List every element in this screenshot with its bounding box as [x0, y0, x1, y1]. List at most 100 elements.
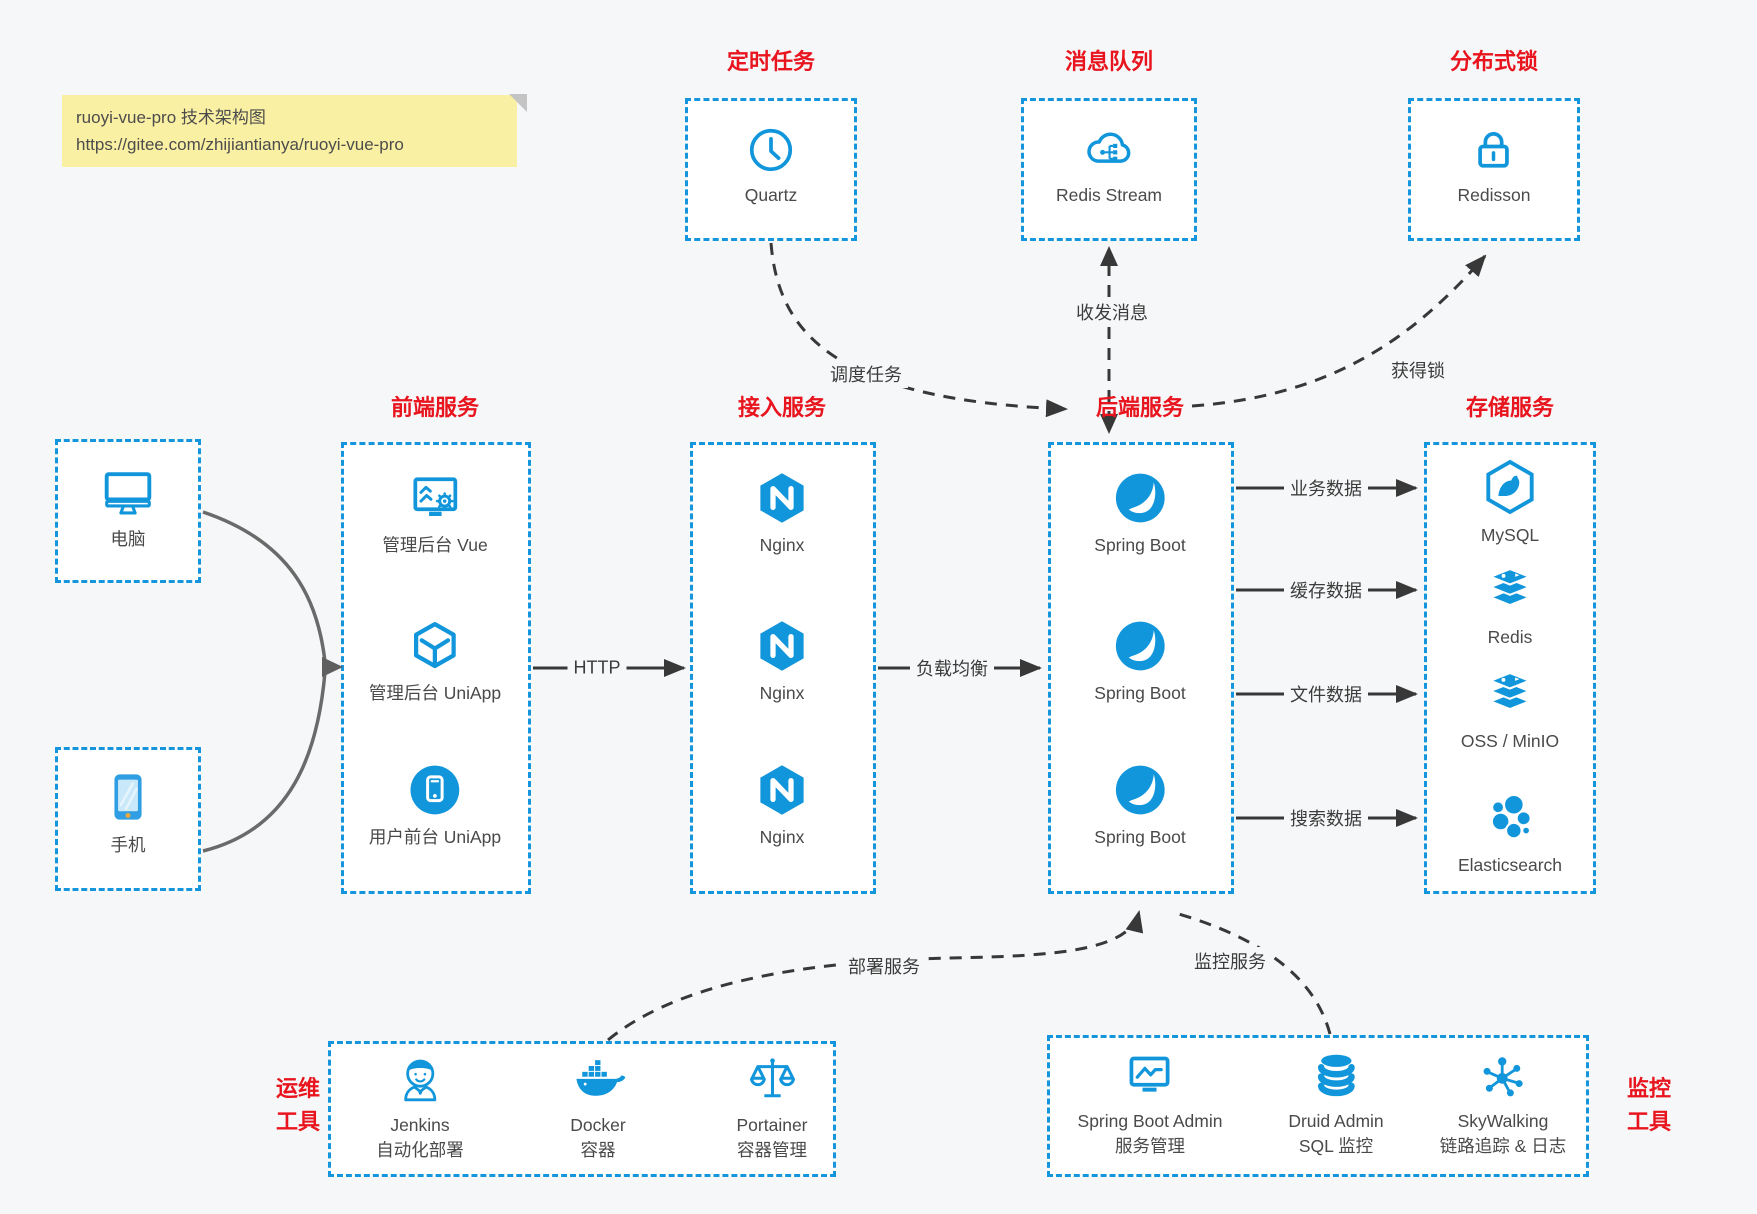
message-arrowhead-down [1100, 414, 1118, 434]
clients-arrowhead [322, 657, 343, 677]
title-frontend: 前端服务 [390, 395, 480, 420]
admin-dashboard-icon [405, 468, 465, 528]
spring-icon [1110, 468, 1170, 528]
redisson-node: Redisson [1457, 122, 1531, 207]
edge-monitor [1171, 910, 1332, 1035]
nginx-label-1: Nginx [759, 535, 805, 555]
edge-dispatch [769, 242, 1068, 418]
lock-icon [1466, 122, 1522, 178]
skywalking-node: SkyWalking 链路追踪 & 日志 [1440, 1048, 1566, 1158]
pc-node: 电脑 [97, 460, 159, 551]
edge-label-biz: 业务数据 [1284, 474, 1368, 502]
mysql-node: MySQL [1479, 456, 1541, 547]
oss-minio-node: OSS / MinIO [1461, 662, 1559, 753]
redis-stream-node: Redis Stream [1056, 122, 1162, 207]
springboot-label-3: Spring Boot [1094, 827, 1186, 847]
database-icon [1308, 1048, 1364, 1104]
title-gateway: 接入服务 [737, 395, 827, 420]
springboot-admin-label: Spring Boot Admin [1077, 1111, 1223, 1131]
topology-icon [1475, 1048, 1531, 1104]
pc-label: 电脑 [110, 529, 146, 549]
frontend-box [341, 442, 531, 894]
docker-sublabel: 容器 [580, 1140, 616, 1161]
message-arrowhead-up [1100, 246, 1118, 266]
skywalking-sublabel: 链路追踪 & 日志 [1439, 1136, 1567, 1157]
frontend-label-user-uniapp: 用户前台 UniApp [368, 827, 502, 847]
springboot-admin-node: Spring Boot Admin 服务管理 [1077, 1048, 1223, 1158]
elasticsearch-icon [1479, 786, 1541, 848]
redis-label: Redis [1487, 627, 1533, 647]
edge-label-monitor: 监控服务 [1188, 947, 1272, 975]
title-mq: 消息队列 [1064, 49, 1154, 74]
jenkins-icon [392, 1052, 448, 1108]
elasticsearch-node: Elasticsearch [1458, 786, 1562, 877]
note-fold-corner [509, 94, 527, 112]
edge-label-search: 搜索数据 [1284, 804, 1368, 832]
druid-admin-node: Druid Admin SQL 监控 [1288, 1048, 1384, 1158]
druid-admin-label: Druid Admin [1288, 1111, 1384, 1131]
elasticsearch-label: Elasticsearch [1457, 855, 1563, 875]
edge-label-file: 文件数据 [1284, 680, 1368, 708]
title-storage: 存储服务 [1465, 395, 1555, 420]
phone-node: 手机 [97, 766, 159, 857]
nginx-node-3: Nginx [752, 760, 812, 849]
edge-label-loadbalance: 负载均衡 [910, 654, 994, 682]
redisson-label: Redisson [1457, 185, 1531, 205]
sticky-note: ruoyi-vue-pro 技术架构图 https://gitee.com/zh… [62, 94, 527, 168]
pc-box [55, 439, 201, 583]
redis-stream-label: Redis Stream [1055, 185, 1163, 205]
mq-box [1021, 98, 1197, 241]
springboot-node-2: Spring Boot [1094, 616, 1186, 705]
oss-minio-label: OSS / MinIO [1460, 731, 1560, 751]
edge-pc-to-frontend [202, 510, 327, 663]
cloud-share-icon [1081, 122, 1137, 178]
title-lock: 分布式锁 [1449, 49, 1539, 74]
edge-label-getlock: 获得锁 [1385, 356, 1451, 384]
portainer-label: Portainer [736, 1115, 808, 1135]
nginx-label-2: Nginx [759, 683, 805, 703]
redis-stack-icon [1479, 558, 1541, 620]
portainer-sublabel: 容器管理 [736, 1140, 807, 1161]
docker-node: Docker 容器 [570, 1052, 626, 1162]
smartphone-icon [97, 766, 159, 828]
nginx-node-2: Nginx [752, 616, 812, 705]
nginx-label-3: Nginx [759, 827, 805, 847]
springboot-label-1: Spring Boot [1094, 535, 1186, 555]
frontend-node-admin-uniapp: 管理后台 UniApp [369, 616, 501, 705]
note-url: https://gitee.com/zhijiantianya/ruoyi-vu… [76, 135, 404, 155]
edge-label-message: 收发消息 [1070, 298, 1154, 326]
portainer-node: Portainer 容器管理 [736, 1052, 808, 1162]
monitoring-side-label: 监控 工具 [1626, 1076, 1672, 1134]
edge-label-http: HTTP [567, 656, 627, 680]
jenkins-node: Jenkins 自动化部署 [376, 1052, 464, 1162]
jenkins-sublabel: 自动化部署 [376, 1140, 464, 1161]
monitor-pulse-icon [1122, 1048, 1178, 1104]
cube-icon [405, 616, 465, 676]
redis-node: Redis [1479, 558, 1541, 649]
mysql-label: MySQL [1480, 525, 1540, 545]
clock-icon [743, 122, 799, 178]
edge-phone-to-frontend [202, 671, 327, 853]
frontend-node-vue: 管理后台 Vue [382, 468, 488, 557]
druid-admin-sublabel: SQL 监控 [1298, 1136, 1374, 1157]
lock-box [1408, 98, 1580, 241]
edge-label-dispatch: 调度任务 [824, 360, 908, 388]
note-title: ruoyi-vue-pro 技术架构图 [76, 108, 266, 127]
title-scheduler: 定时任务 [726, 49, 816, 74]
quartz-label: Quartz [744, 185, 798, 205]
frontend-label-vue: 管理后台 Vue [382, 535, 488, 555]
jenkins-label: Jenkins [390, 1115, 450, 1135]
nginx-icon [752, 468, 812, 528]
quartz-node: Quartz [743, 122, 799, 207]
springboot-admin-sublabel: 服务管理 [1114, 1136, 1185, 1157]
skywalking-label: SkyWalking [1457, 1111, 1549, 1131]
ops-side-label: 运维 工具 [275, 1076, 321, 1134]
frontend-label-admin-uniapp: 管理后台 UniApp [368, 683, 502, 703]
nginx-icon [752, 616, 812, 676]
spring-icon [1110, 616, 1170, 676]
docker-label: Docker [570, 1115, 626, 1135]
scales-icon [744, 1052, 800, 1108]
edge-label-cache: 缓存数据 [1284, 576, 1368, 604]
title-backend: 后端服务 [1095, 395, 1185, 420]
